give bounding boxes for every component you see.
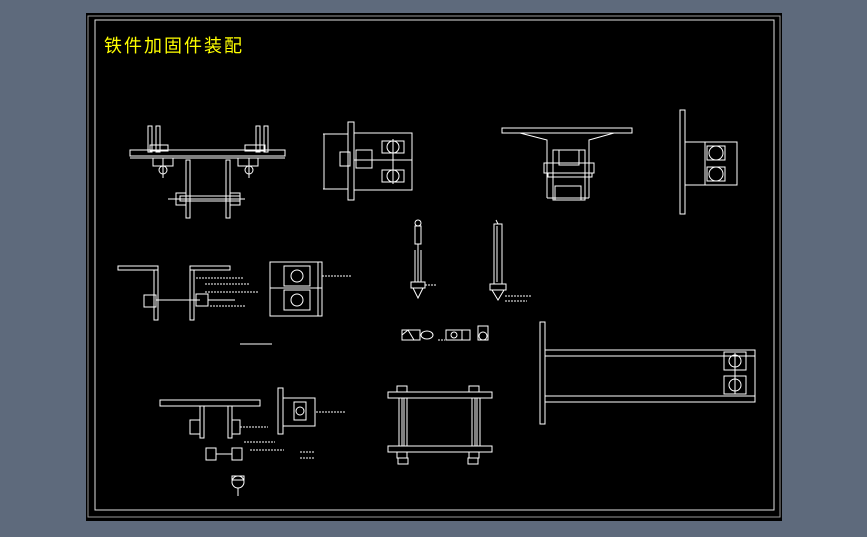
bolt-plate-detail [240, 261, 352, 345]
angle-bolt-detail [117, 265, 258, 321]
saddle-clamp-assembly-view [129, 125, 286, 219]
small-parts-detail [401, 325, 489, 341]
double-plate-clamp-view [387, 385, 493, 465]
bracket-side-view [323, 121, 413, 201]
angle-clamp-assembly-view [159, 387, 346, 496]
vertical-plate-view [679, 109, 738, 215]
long-bracket-elevation [539, 321, 756, 425]
model-space [86, 13, 782, 521]
drawing-title: 铁件加固件装配 [104, 36, 244, 57]
anchor-bolt-details [410, 219, 532, 302]
drawing-frame [94, 19, 775, 511]
t-bracket-front-view [501, 127, 633, 201]
sheet-border [87, 15, 781, 518]
